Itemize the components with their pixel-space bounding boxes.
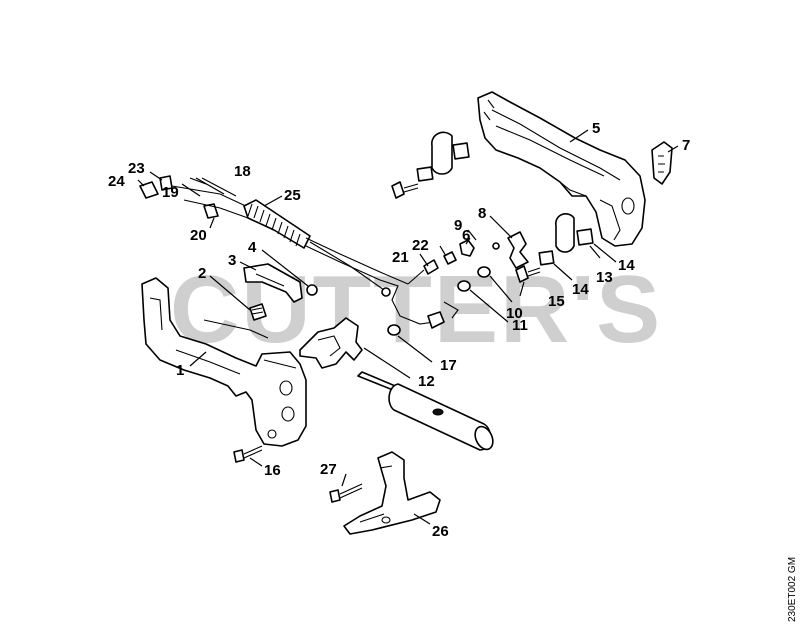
part-12-wire	[443, 301, 459, 319]
part-3-switch-lever	[243, 263, 303, 303]
part-8-spring	[507, 231, 529, 269]
part-10-washer	[477, 266, 491, 278]
label-20: 20	[190, 227, 207, 244]
part-22-nipple	[443, 251, 457, 265]
part-5-housing-right	[477, 91, 646, 247]
label-26: 26	[432, 523, 449, 540]
label-25: 25	[284, 187, 301, 204]
label-13: 13	[596, 269, 613, 286]
label-4: 4	[248, 239, 257, 256]
label-11: 11	[512, 317, 528, 334]
label-23: 23	[128, 160, 145, 177]
label-8: 8	[478, 205, 486, 222]
label-17: 17	[440, 357, 457, 374]
upper-clamp	[391, 131, 470, 199]
label-1: 1	[176, 362, 184, 379]
label-21: 21	[392, 249, 409, 266]
part-26-bracket	[343, 451, 441, 535]
part-16-screw	[233, 445, 263, 463]
lower-clamp	[515, 213, 594, 283]
part-9-pin	[492, 242, 500, 250]
label-3: 3	[228, 252, 236, 269]
label-27: 27	[320, 461, 337, 478]
label-9: 9	[454, 217, 462, 234]
part-1-housing-left	[141, 277, 307, 447]
reference-code: 230ET002 GM	[787, 557, 798, 622]
label-6: 6	[462, 227, 470, 244]
label-14b: 14	[572, 281, 589, 298]
handle-tube	[357, 371, 494, 451]
label-7: 7	[682, 137, 690, 154]
part-2-screw	[249, 303, 267, 321]
part-17-washer	[387, 324, 401, 336]
label-22: 22	[412, 237, 429, 254]
label-15: 15	[548, 293, 565, 310]
part-12-throttle-piece	[299, 317, 363, 369]
part-23-cap	[159, 175, 173, 191]
part-24-plug	[139, 181, 159, 199]
part-4-nut	[306, 284, 318, 296]
label-5: 5	[592, 120, 600, 137]
part-6-lever	[459, 239, 475, 257]
label-18: 18	[234, 163, 251, 180]
label-24: 24	[108, 173, 125, 190]
part-20-terminal	[203, 203, 219, 219]
part-25-cable	[171, 177, 445, 329]
part-labels: 1 2 3 4 5 6 7 8 9 10 11 12 13 14 14 15 1…	[108, 120, 690, 540]
part-27-screw	[329, 483, 363, 503]
part-11-bushing	[457, 280, 471, 292]
label-16: 16	[264, 462, 281, 479]
label-14a: 14	[618, 257, 635, 274]
label-2: 2	[198, 265, 206, 282]
leader-lines	[137, 129, 679, 525]
part-7-clip	[651, 141, 673, 185]
label-19: 19	[162, 184, 179, 201]
label-10: 10	[506, 305, 523, 322]
part-21-nipple	[423, 259, 439, 275]
label-12: 12	[418, 373, 435, 390]
